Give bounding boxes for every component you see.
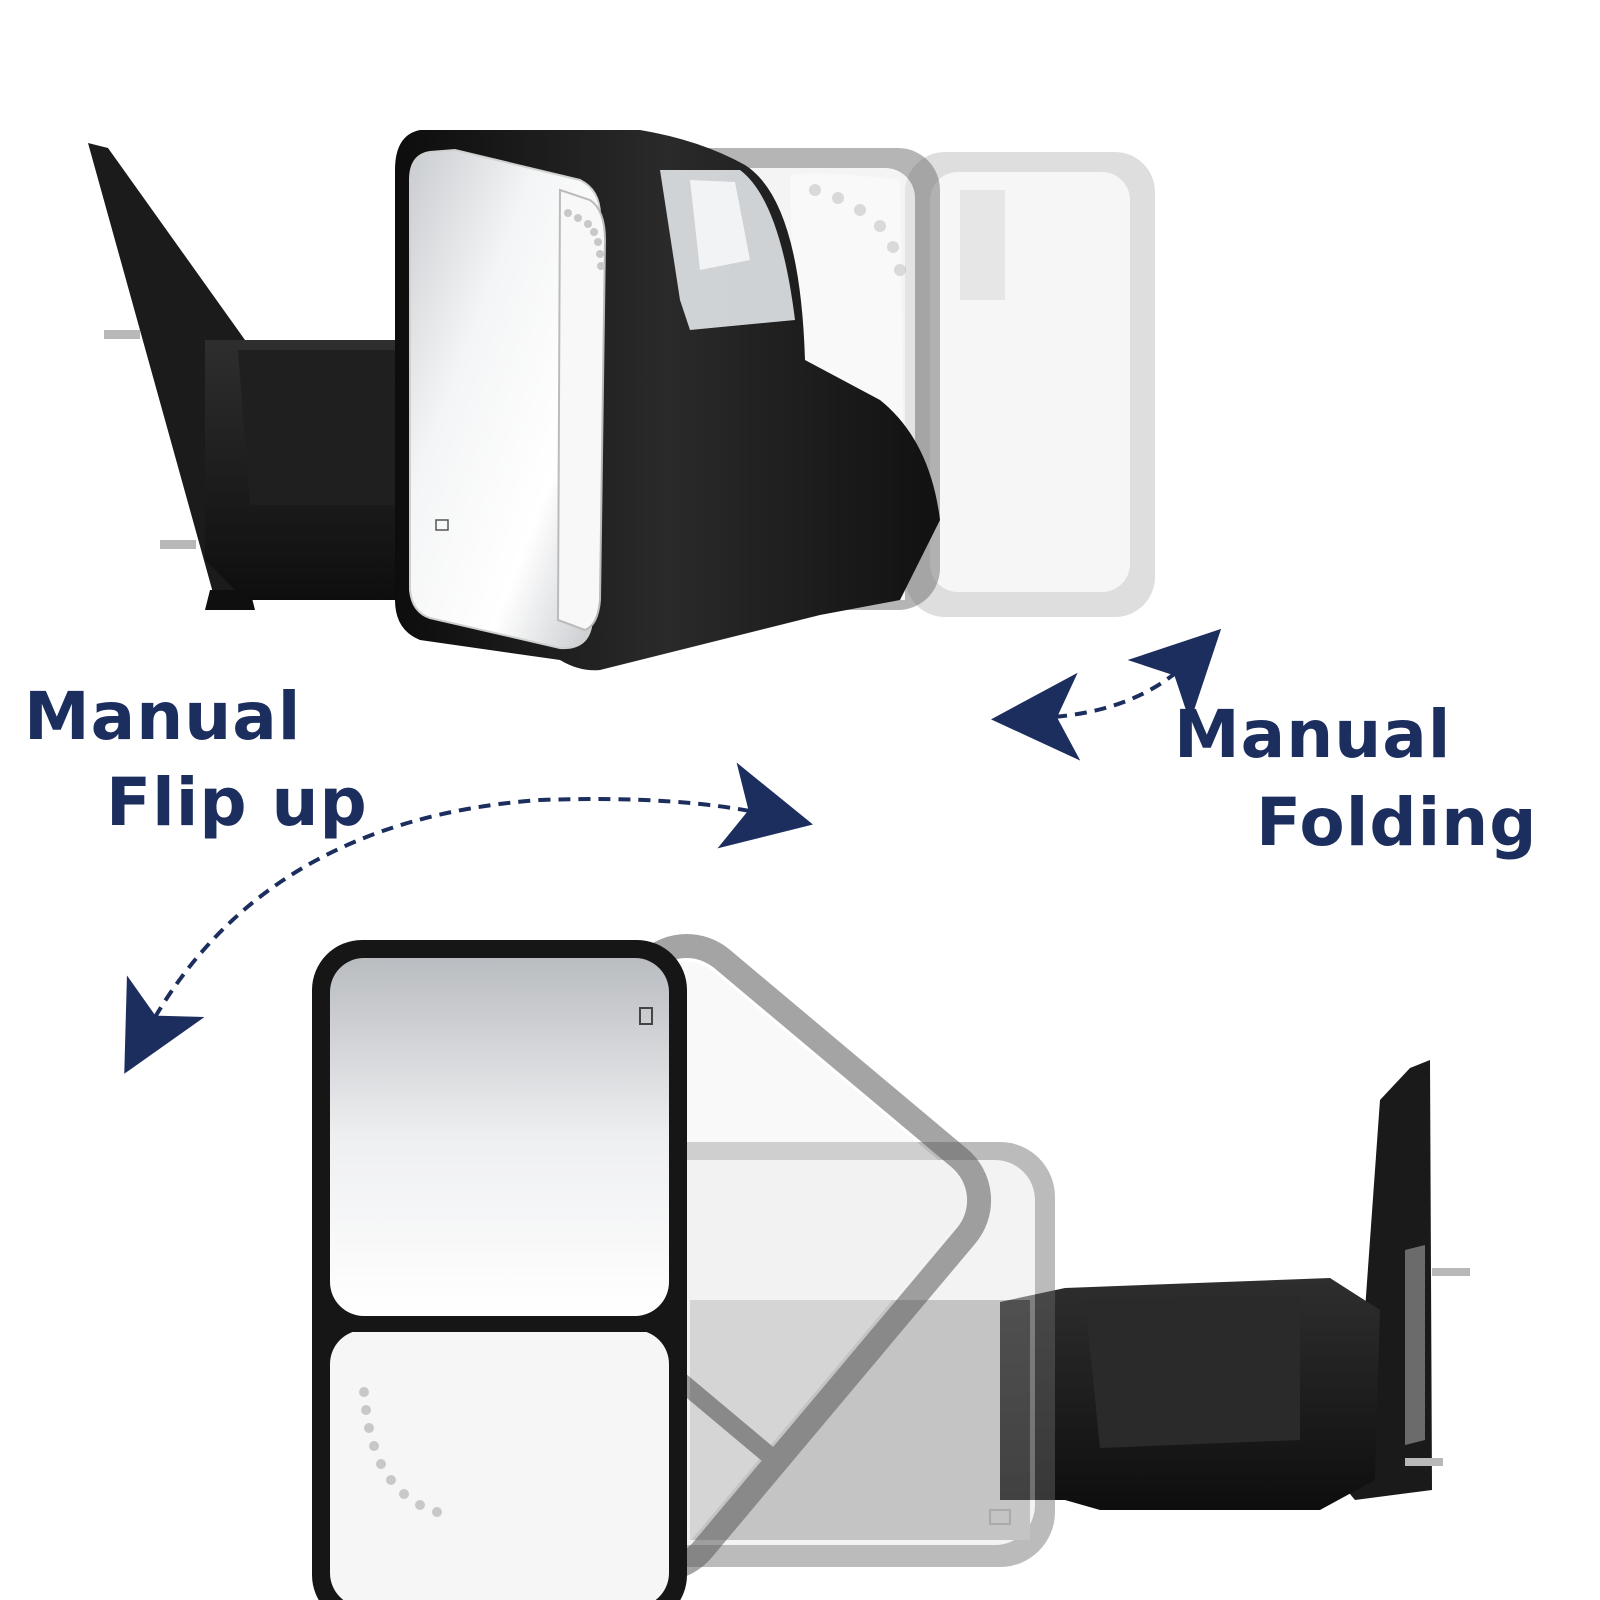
defrost-heat-icon — [435, 519, 449, 531]
top-mirror-glass — [409, 148, 607, 650]
flip-up-label-line1: Manual — [24, 678, 302, 755]
bottom-mirror-glass — [312, 940, 687, 1600]
folding-label-line1: Manual — [1174, 696, 1452, 773]
bottom-mirror-assembly — [312, 933, 1470, 1600]
defrost-heat-icon — [989, 1509, 1011, 1525]
flip-up-label-line2: Flip up — [106, 764, 368, 841]
turn-signal-led-icon — [564, 209, 605, 270]
turn-signal-led-icon — [809, 184, 906, 276]
top-mirror-ghost-far — [905, 152, 1155, 617]
turn-signal-led-icon — [359, 1387, 442, 1517]
folding-label-line2: Folding — [1256, 784, 1538, 861]
top-mirror-assembly — [88, 130, 1155, 671]
bottom-mirror-bracket — [1330, 1060, 1470, 1500]
flip-up-arrow — [124, 762, 813, 1074]
folding-arrow — [991, 628, 1222, 761]
